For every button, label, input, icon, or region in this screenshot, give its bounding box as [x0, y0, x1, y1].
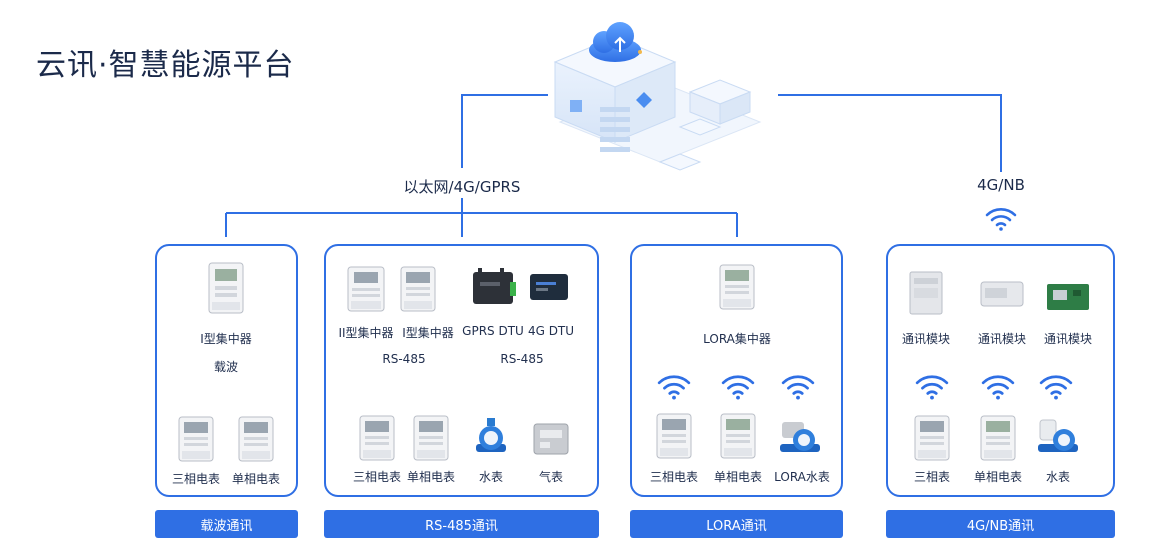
water-meter-icon [1038, 419, 1078, 452]
device-label: GPRS DTU [462, 324, 524, 338]
meter-label: 水表 [1045, 470, 1071, 484]
meter-label: 单相电表 [973, 470, 1023, 484]
single-phase-meter-icon [238, 416, 274, 462]
meter-label: 单相电表 [406, 470, 456, 484]
comm-module-icon [909, 271, 943, 315]
comm-module-icon [1047, 284, 1089, 310]
meter-label: 单相电表 [231, 472, 281, 486]
device-label: I型集中器 [402, 326, 454, 340]
device-label: 4G DTU [527, 324, 575, 338]
carrier-medium-label: 载波 [213, 360, 239, 374]
lora-concentrator-icon [719, 264, 755, 310]
gas-meter-icon [533, 423, 569, 455]
meter-label: 三相电表 [171, 472, 221, 486]
wifi-icon [657, 375, 691, 400]
module-label: 通讯模块 [977, 332, 1027, 346]
single-phase-meter-icon [720, 413, 756, 459]
meter-label: 三相电表 [352, 470, 402, 484]
lora-tab[interactable]: LORA通讯 [630, 510, 843, 538]
page-title: 云讯·智慧能源平台 [36, 48, 295, 83]
meter-label: LORA水表 [774, 470, 830, 484]
cloud-platform-illustration [553, 22, 762, 171]
three-phase-meter-icon [914, 415, 950, 461]
lora-water-meter-icon [780, 422, 820, 452]
concentrator-label: LORA集中器 [703, 332, 771, 346]
gprs-dtu-icon [473, 268, 516, 304]
bus-label: RS-485 [500, 352, 544, 366]
carrier-tab[interactable]: 载波通讯 [155, 510, 298, 538]
meter-label: 水表 [478, 470, 504, 484]
three-phase-meter-icon [656, 413, 692, 459]
meter-label: 三相电表 [649, 470, 699, 484]
rs485-tab[interactable]: RS-485通讯 [324, 510, 599, 538]
concentrator-i-icon [400, 266, 436, 312]
nb-tab[interactable]: 4G/NB通讯 [886, 510, 1115, 538]
wifi-icon [981, 375, 1015, 400]
meter-label: 单相电表 [713, 470, 763, 484]
wifi-icon [781, 375, 815, 400]
concentrator-icon [208, 262, 244, 314]
single-phase-meter-icon [413, 415, 449, 461]
wifi-icon [1039, 375, 1073, 400]
three-phase-meter-icon [359, 415, 395, 461]
single-phase-meter-icon [980, 415, 1016, 461]
wifi-icon [915, 375, 949, 400]
three-phase-meter-icon [178, 416, 214, 462]
concentrator-ii-icon [347, 266, 385, 312]
module-label: 通讯模块 [1043, 332, 1093, 346]
device-label: II型集中器 [338, 326, 394, 340]
wifi-icon [985, 208, 1017, 231]
ethernet-label: 以太网/4G/GPRS [403, 178, 521, 196]
module-label: 通讯模块 [901, 332, 951, 346]
meter-label: 气表 [538, 470, 564, 484]
concentrator-label: I型集中器 [200, 332, 252, 346]
comm-module-icon [980, 281, 1024, 307]
meter-label: 三相表 [913, 470, 951, 484]
wifi-icon [721, 375, 755, 400]
bus-label: RS-485 [382, 352, 426, 366]
4g-dtu-icon [530, 274, 568, 300]
water-meter-icon [476, 418, 506, 452]
nb-label: 4G/NB [977, 176, 1025, 194]
